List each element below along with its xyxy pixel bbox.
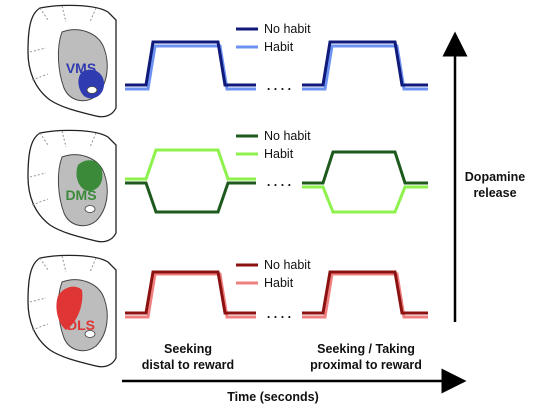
trace-group-vms (125, 40, 428, 91)
x-axis-label: Time (seconds) (227, 390, 318, 404)
legend-label-habit: Habit (264, 276, 294, 290)
legend-label-no-habit: No habit (264, 129, 311, 143)
legend-label-no-habit: No habit (264, 22, 311, 36)
ellipsis-vms: . . . . (267, 79, 291, 93)
brain-section-dms (27, 129, 117, 243)
phase-label-seeking-line1: Seeking (164, 342, 212, 356)
brain-section-dls (27, 254, 117, 368)
phase-label-taking-line1: Seeking / Taking (317, 342, 415, 356)
y-axis-label-line1: Dopamine (465, 170, 525, 184)
vms-region (78, 69, 104, 99)
brain-section-vms (27, 4, 117, 118)
legend-label-habit: Habit (264, 40, 294, 54)
ellipsis-dls: . . . . (267, 307, 291, 321)
legend-dls: No habit Habit (236, 258, 311, 290)
trace-habit (125, 44, 428, 91)
phase-label-seeking-line2: distal to reward (142, 358, 234, 372)
trace-no-habit (125, 40, 428, 87)
trace-group-dls (125, 270, 428, 319)
legend-vms: No habit Habit (236, 22, 311, 54)
ellipsis-dms: . . . . (267, 175, 291, 189)
trace-habit (125, 272, 428, 319)
y-axis-label-line2: release (473, 186, 516, 200)
legend-dms: No habit Habit (236, 129, 311, 161)
region-label-vms: VMS (66, 60, 96, 76)
trace-habit (125, 148, 428, 214)
trace-no-habit (125, 150, 428, 214)
legend-label-no-habit: No habit (264, 258, 311, 272)
legend-label-habit: Habit (264, 147, 294, 161)
trace-group-dms (125, 148, 428, 214)
trace-no-habit (125, 270, 428, 315)
phase-label-taking-line2: proximal to reward (310, 358, 422, 372)
region-label-dms: DMS (65, 187, 96, 203)
dls-region (56, 286, 83, 330)
region-label-dls: DLS (67, 317, 95, 333)
dms-region (76, 160, 103, 191)
